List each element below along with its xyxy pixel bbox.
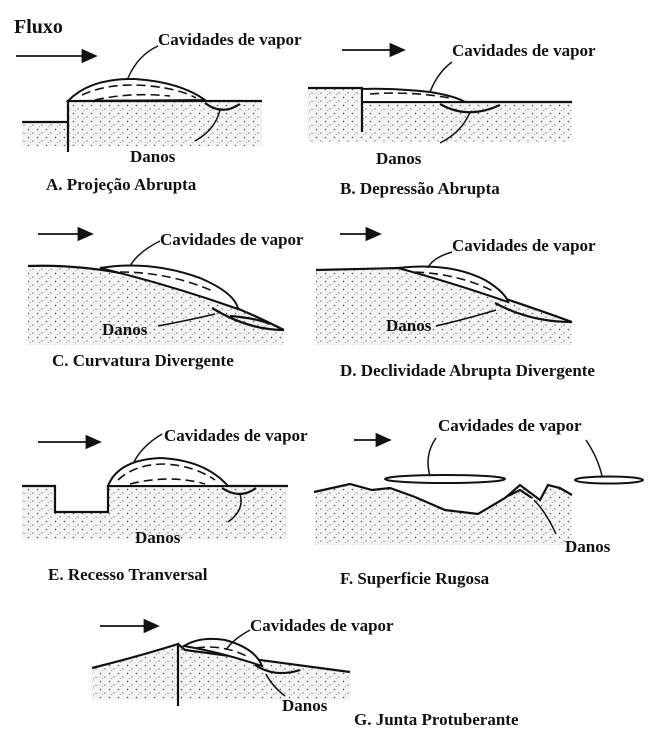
cavity-label: Cavidades de vapor bbox=[160, 230, 304, 249]
panel-b: Cavidades de vapor Danos B. Depressão Ab… bbox=[308, 41, 596, 198]
panel-e: Cavidades de vapor Danos E. Recesso Tran… bbox=[22, 426, 308, 584]
damage-label: Danos bbox=[386, 316, 432, 335]
panel-caption: A. Projeção Abrupta bbox=[46, 175, 197, 194]
cavity-leader-2 bbox=[586, 440, 602, 476]
damage-label: Danos bbox=[135, 528, 181, 547]
cavity-leader bbox=[428, 438, 436, 476]
ground-surface bbox=[22, 101, 262, 146]
vapor-cavity-small bbox=[575, 477, 643, 484]
cavity-label: Cavidades de vapor bbox=[158, 30, 302, 49]
cavity-label: Cavidades de vapor bbox=[452, 41, 596, 60]
panel-a: Cavidades de vapor Danos A. Projeção Abr… bbox=[16, 30, 302, 194]
panel-f: Cavidades de vapor Danos F. Superficie R… bbox=[314, 416, 643, 588]
panel-caption: G. Junta Protuberante bbox=[354, 710, 519, 729]
flow-label: Fluxo bbox=[14, 16, 63, 38]
panel-d: Cavidades de vapor Danos D. Declividade … bbox=[316, 234, 596, 380]
cavity-leader bbox=[430, 62, 452, 92]
damage-label: Danos bbox=[282, 696, 328, 715]
cavity-label: Cavidades de vapor bbox=[164, 426, 308, 445]
cavity-leader bbox=[128, 46, 158, 78]
damage-label: Danos bbox=[102, 320, 148, 339]
vapor-cavity bbox=[362, 89, 465, 102]
cavity-label: Cavidades de vapor bbox=[438, 416, 582, 435]
damage-label: Danos bbox=[130, 147, 176, 166]
vapor-cavity bbox=[108, 458, 228, 486]
cavity-leader bbox=[428, 252, 452, 268]
damage-label: Danos bbox=[376, 149, 422, 168]
vapor-cavity bbox=[385, 475, 505, 483]
vapor-cavity bbox=[68, 79, 205, 101]
damage-label: Danos bbox=[565, 537, 611, 556]
cavity-leader bbox=[130, 241, 160, 266]
panel-caption: E. Recesso Tranversal bbox=[48, 565, 208, 584]
panel-caption: D. Declividade Abrupta Divergente bbox=[340, 361, 595, 380]
panel-g: Cavidades de vapor Danos G. Junta Protub… bbox=[92, 616, 519, 729]
ground-surface bbox=[314, 484, 572, 545]
panel-caption: C. Curvatura Divergente bbox=[52, 351, 234, 370]
panel-c: Cavidades de vapor Danos C. Curvatura Di… bbox=[28, 230, 304, 370]
panel-caption: B. Depressão Abrupta bbox=[340, 179, 500, 198]
cavity-label: Cavidades de vapor bbox=[452, 236, 596, 255]
panel-caption: F. Superficie Rugosa bbox=[340, 569, 490, 588]
cavity-label: Cavidades de vapor bbox=[250, 616, 394, 635]
